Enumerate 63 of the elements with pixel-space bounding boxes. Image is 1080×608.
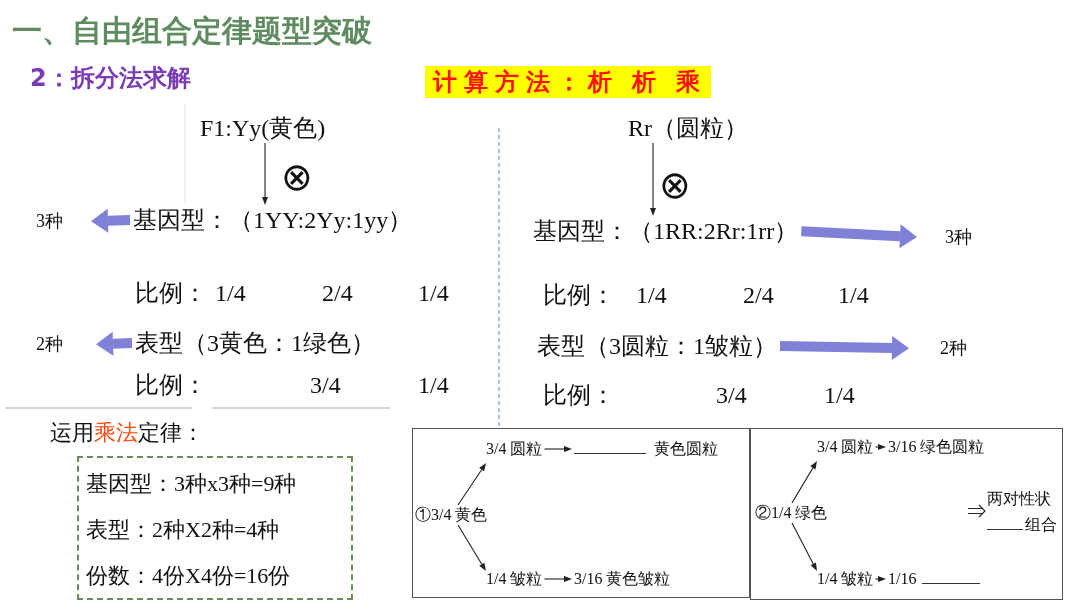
result-text: 1/16 [888,570,917,587]
result-text: 黄色圆粒 [654,440,718,457]
arrow [262,142,268,205]
count-text: 3种 [920,226,972,249]
conclusion-text: 两对性状 [987,490,1051,507]
ratio-text: 比例： [543,281,615,310]
double-arrow [967,504,986,518]
cross-symbol: ⊗ [281,158,313,196]
diagram-frame [412,428,750,598]
arrow [543,446,572,452]
diagram-frame [750,428,1063,600]
arrow [457,524,486,572]
branch-text: 3/4 圆粒 [817,437,874,457]
phenotype-ratio: 表型（3圆粒：1皱粒） [537,331,777,361]
genotype-ratio: 基因型：（1YY:2Yy:1yy） [133,205,413,235]
arrow [650,142,656,216]
ratio-text: 1/4 [418,371,449,400]
formula-text: 份数：4份X4份=16份 [86,562,291,590]
branch-text: 3/4 圆粒 [486,439,543,459]
ratio-text: 2/4 [743,281,774,310]
highlighted-heading: 计算方法：析 析 乘 [425,66,711,98]
ratio-text: 2/4 [322,279,353,308]
block-arrow [801,224,917,249]
count-text: 3种 [36,210,88,233]
result-text: 3/16 黄色皱粒 [574,569,671,589]
block-arrow [96,331,133,356]
ratio-text: 3/4 [310,371,341,400]
phenotype-ratio: 表型（3黄色：1绿色） [135,328,375,358]
genotype-ratio: 基因型：（1RR:2Rr:1rr） [533,216,799,246]
count-text: 2种 [36,333,93,356]
section-heading: 运用乘法定律： [50,419,204,447]
conclusion-text: 组合 [1025,516,1057,533]
cross-symbol: ⊗ [659,166,691,204]
ratio-text: 1/4 [636,281,667,310]
count-text: 2种 [912,337,967,360]
branch-text: 1/4 皱粒 [817,569,874,589]
arrow [791,461,817,504]
branch-text: 1/4 皱粒 [486,569,543,589]
ratio-text: 3/4 [716,381,747,410]
ratio-text: 1/4 [215,279,246,308]
block-arrow [91,208,131,233]
subtitle: 2：拆分法求解 [30,63,191,93]
arrow [457,463,487,506]
parent-genotype: F1:Yy(黄色) [200,113,326,143]
arrow [543,576,572,582]
ratio-text: 比例： [135,279,207,308]
formula-text: 表型：2种X2种=4种 [86,516,280,544]
ratio-text: 比例： [543,381,615,410]
ratio-text: 比例： [135,371,207,400]
ratio-text: 1/4 [418,279,449,308]
ratio-text: 1/4 [824,381,855,410]
arrow [874,576,886,582]
arrow [874,444,886,450]
slide-title: 一、自由组合定律题型突破 [12,12,372,50]
parent-genotype: Rr（圆粒） [628,113,748,143]
summary-box [77,456,353,600]
ratio-text: 1/4 [838,281,869,310]
arrow [791,522,817,571]
result-text: 3/16 绿色圆粒 [888,437,985,457]
block-arrow [779,335,909,360]
branch-text: ①3/4 黄色 [415,505,488,525]
branch-text: ②1/4 绿色 [755,503,828,523]
formula-text: 基因型：3种x3种=9种 [86,470,297,498]
